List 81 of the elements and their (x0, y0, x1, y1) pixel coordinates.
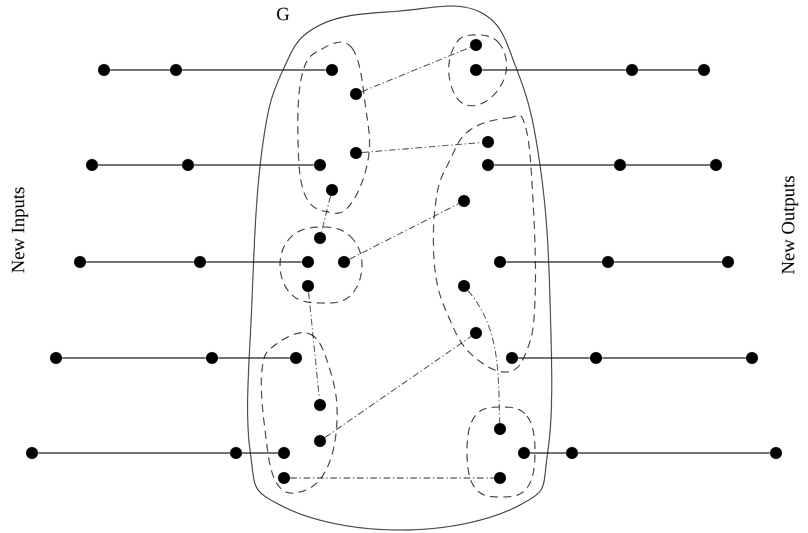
dot (482, 136, 494, 148)
line (110, 69, 170, 71)
dot (350, 147, 362, 159)
cluster-outline (280, 226, 362, 304)
dot (314, 232, 326, 244)
dot (350, 88, 362, 100)
dot (50, 352, 62, 364)
dot (470, 39, 482, 51)
dot (494, 256, 506, 268)
dot (194, 256, 206, 268)
dot (302, 280, 314, 292)
dash-dot-line (321, 196, 331, 232)
dot (314, 159, 326, 171)
graph-outline: G (247, 6, 552, 530)
line (38, 452, 230, 454)
line (494, 164, 614, 166)
line (506, 261, 602, 263)
side-label: New Outputs (782, 176, 798, 274)
dot (698, 64, 710, 76)
line (626, 164, 710, 166)
dot (470, 327, 482, 339)
cluster-outline (297, 42, 370, 214)
cluster-outline (448, 34, 507, 106)
dot (458, 280, 470, 292)
dot (74, 256, 86, 268)
line (182, 69, 326, 71)
dot (170, 64, 182, 76)
dot (614, 159, 626, 171)
dot (746, 352, 758, 364)
line (218, 357, 290, 359)
dot (518, 447, 530, 459)
dot (290, 352, 302, 364)
line (242, 452, 278, 454)
line (86, 261, 194, 263)
dot (470, 64, 482, 76)
line (530, 452, 566, 454)
dot (86, 159, 98, 171)
dot (566, 447, 578, 459)
dash-dot-line (361, 47, 471, 92)
dot (278, 472, 290, 484)
dot (482, 159, 494, 171)
dash-dot-line (349, 204, 459, 260)
dot (722, 256, 734, 268)
dot (326, 184, 338, 196)
dot (770, 447, 782, 459)
dot (494, 472, 506, 484)
dash-dot-line (324, 336, 472, 438)
cluster-outline (432, 114, 536, 372)
side-label: New Inputs (12, 187, 28, 273)
line (518, 357, 590, 359)
dot (230, 447, 242, 459)
dot (278, 447, 290, 459)
dash-dot-line (468, 290, 500, 424)
dot (206, 352, 218, 364)
line (62, 357, 206, 359)
dot (458, 195, 470, 207)
dot (326, 64, 338, 76)
dot (302, 256, 314, 268)
line (482, 69, 626, 71)
line (638, 69, 698, 71)
line (578, 452, 770, 454)
dot (710, 159, 722, 171)
dot (98, 64, 110, 76)
dot (494, 423, 506, 435)
dash-dot-line (308, 292, 320, 400)
dot (26, 447, 38, 459)
dot (338, 256, 350, 268)
dot (314, 435, 326, 447)
line (602, 357, 746, 359)
line (194, 164, 314, 166)
dot (602, 256, 614, 268)
dot (314, 399, 326, 411)
line (614, 261, 722, 263)
cluster-outline (260, 332, 338, 494)
line (98, 164, 182, 166)
dot (506, 352, 518, 364)
dot (590, 352, 602, 364)
line (206, 261, 302, 263)
dot (182, 159, 194, 171)
dot (626, 64, 638, 76)
cluster-outline (466, 406, 536, 498)
